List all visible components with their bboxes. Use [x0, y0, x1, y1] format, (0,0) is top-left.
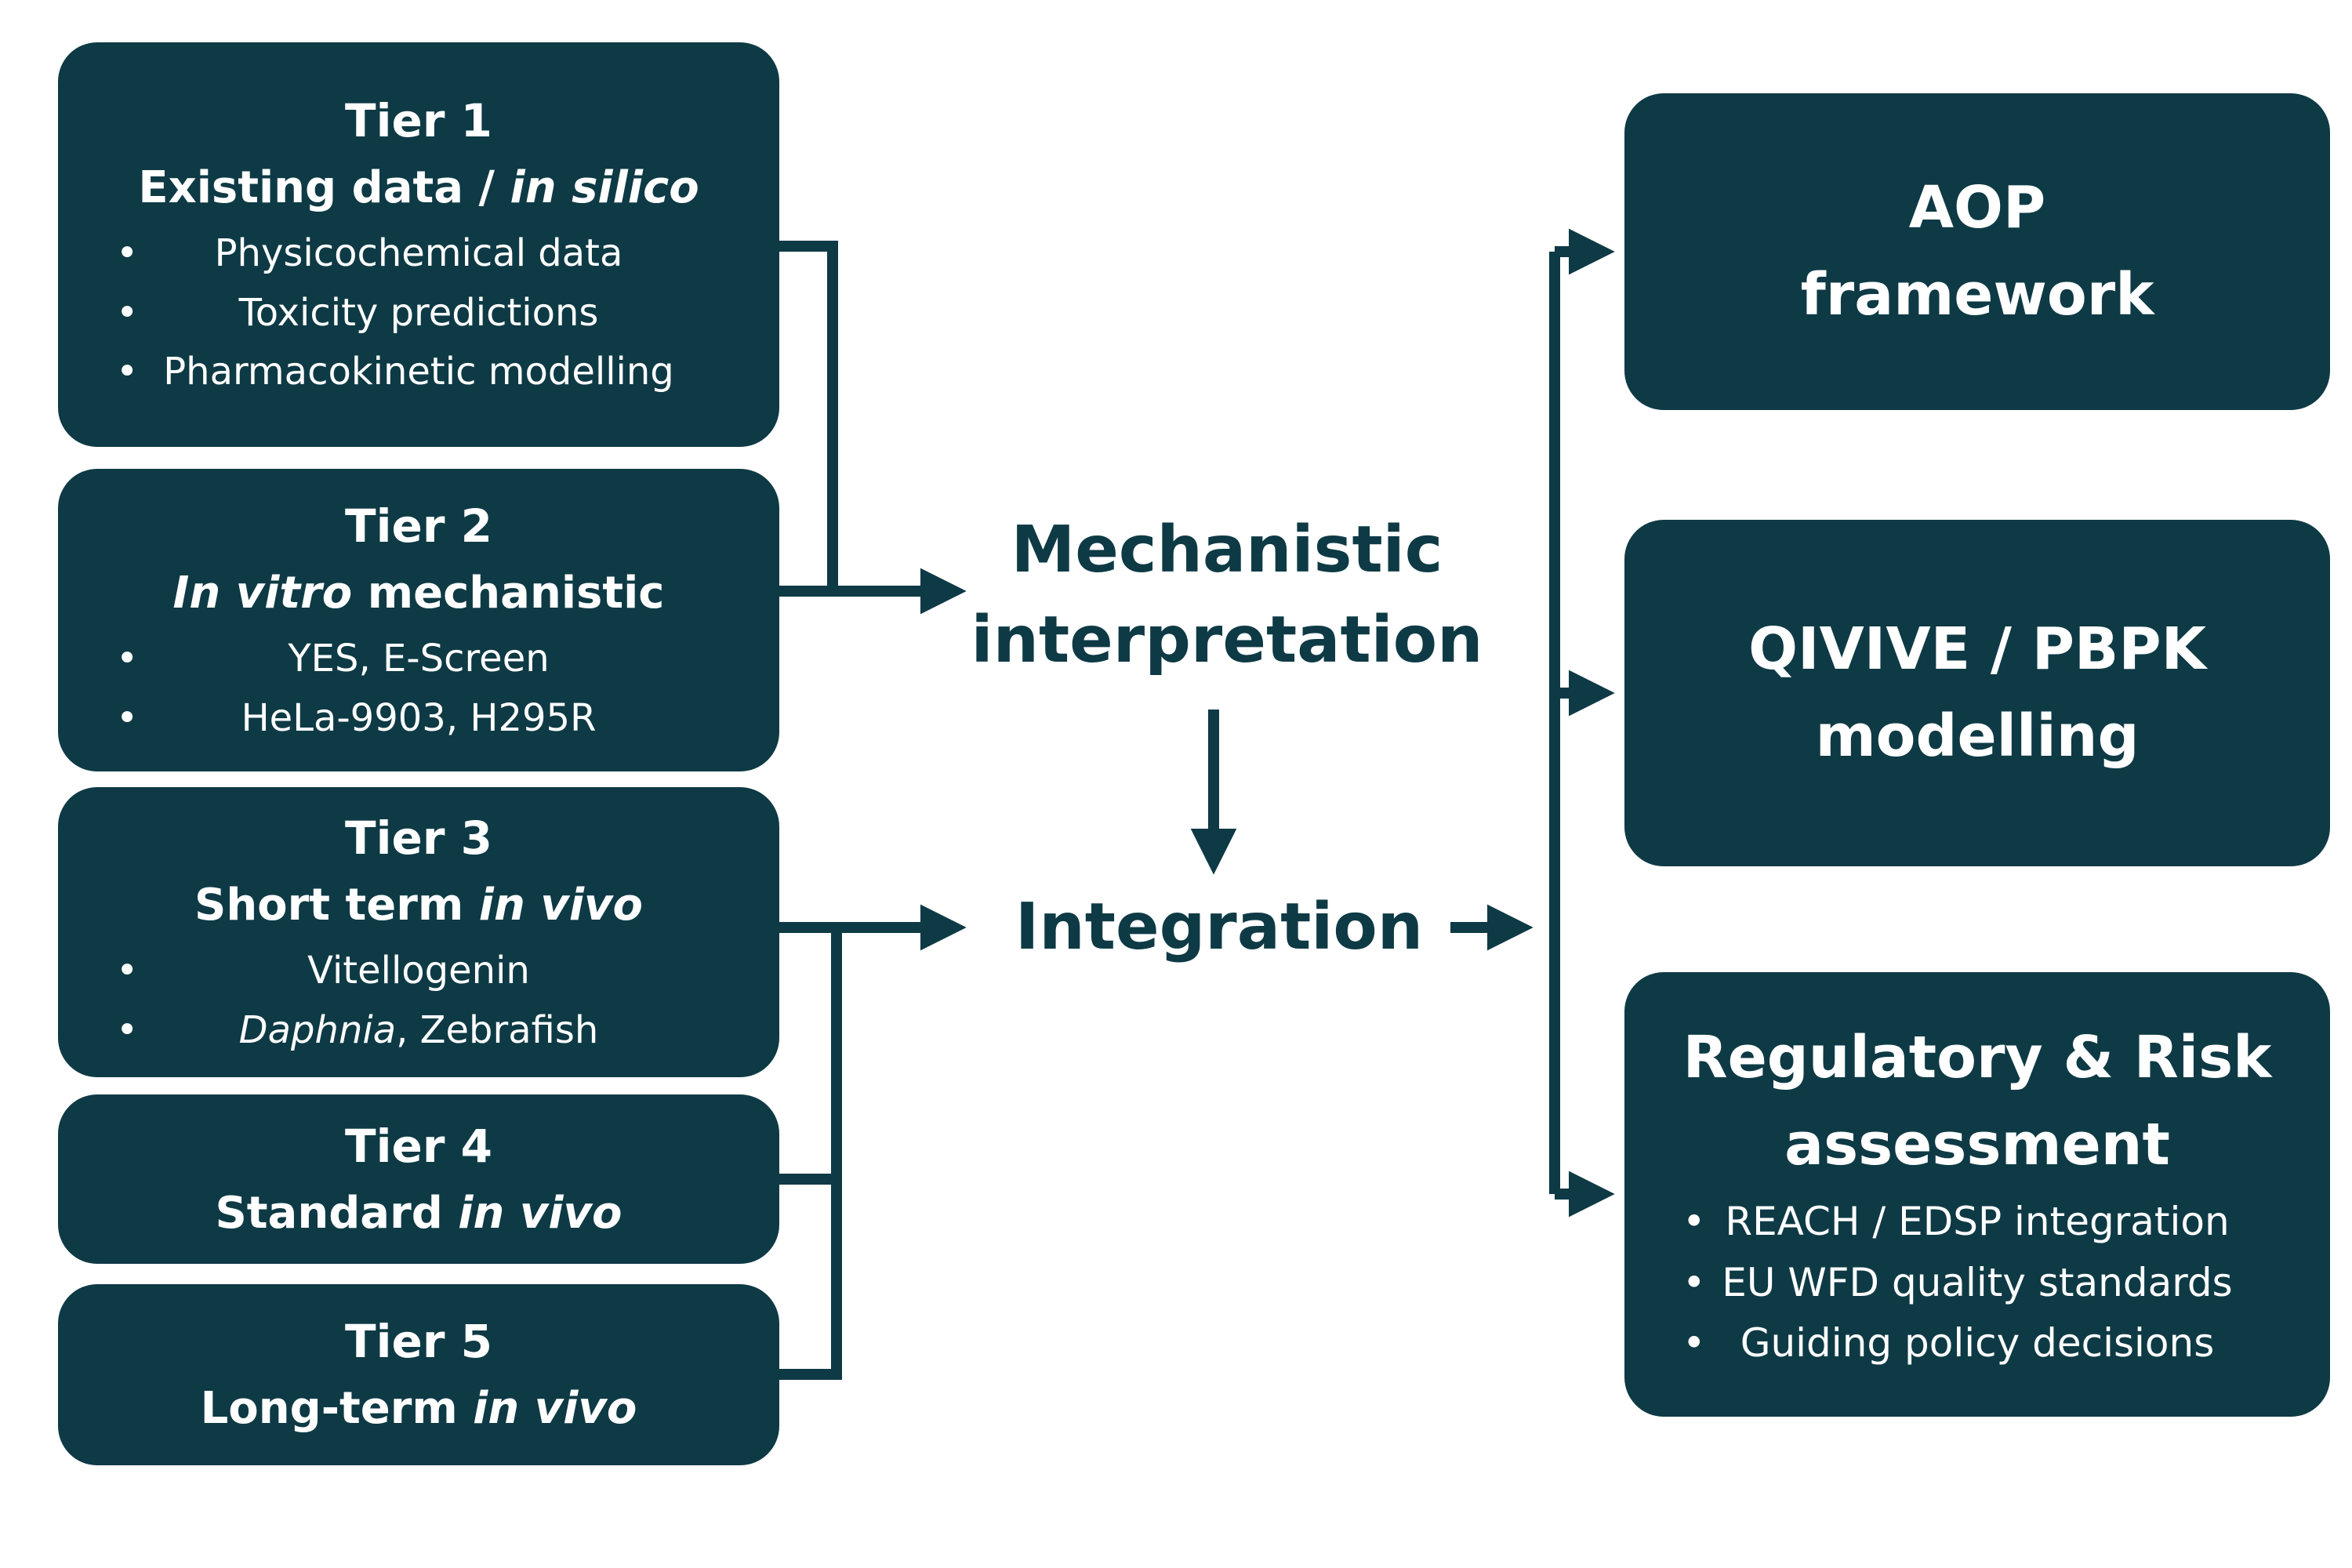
bullet-icon: •	[1682, 1199, 1706, 1245]
bullet-label: EU WFD quality standards	[1722, 1259, 2233, 1305]
qivive-line1: QIVIVE / PBPK	[1748, 615, 2206, 683]
list-item: • EU WFD quality standards	[1642, 1253, 2313, 1314]
tier1-bullet-list: • Physicochemical data • Toxicity predicti…	[75, 224, 762, 402]
regulatory-line2: assessment	[1784, 1111, 2170, 1179]
tier5-subtitle-pre: Long-term	[200, 1383, 474, 1434]
bullet-icon: •	[1682, 1320, 1706, 1367]
tier5-subtitle-italic: in vivo	[473, 1383, 637, 1434]
tier4-subtitle-pre: Standard	[215, 1187, 459, 1239]
regulatory-bullet-list: • REACH / EDSP integration • EU WFD qualit…	[1642, 1192, 2313, 1374]
tier1-title: Tier 1	[345, 93, 492, 147]
bullet-label: YES, E-Screen	[288, 636, 550, 681]
tier4-subtitle-italic: in vivo	[458, 1187, 622, 1239]
tier4-subtitle: Standard in vivo	[75, 1181, 762, 1247]
bullet-label-italic: Daphnia	[238, 1007, 397, 1052]
tier2-box: Tier 2 In vitro mechanistic • YES, E-Scre…	[58, 469, 779, 771]
bullet-icon: •	[116, 695, 139, 740]
tier2-subtitle: In vitro mechanistic	[75, 561, 762, 626]
aop-line1: AOP	[1908, 174, 2046, 241]
tier2-title: Tier 2	[345, 499, 492, 553]
bullet-label: REACH / EDSP integration	[1725, 1199, 2230, 1245]
bullet-icon: •	[1682, 1259, 1706, 1305]
integration-label: Integration	[1014, 890, 1424, 964]
list-item: • HeLa-9903, H295R	[75, 689, 762, 749]
tier3-subtitle: Short term in vivo	[75, 873, 762, 938]
tier3-bullet-list: •Vitellogenin •Daphnia, Zebrafish	[75, 942, 762, 1061]
bullet-icon: •	[116, 350, 139, 394]
tier3-subtitle-pre: Short term	[194, 879, 479, 931]
tier1-subtitle-pre: Existing data /	[138, 162, 510, 213]
bullet-label: Daphnia, Zebrafish	[130, 1001, 707, 1061]
regulatory-risk-box: Regulatory & Risk assessment • REACH / ED…	[1624, 972, 2330, 1417]
list-item: • Toxicity predictions	[75, 284, 762, 343]
bullet-icon: •	[116, 230, 139, 275]
bullet-icon: •	[116, 636, 139, 681]
connector-tier3-tier5-bracket	[779, 927, 842, 1380]
tier3-subtitle-italic: in vivo	[478, 879, 643, 931]
bullet-label: Pharmacokinetic modelling	[163, 350, 674, 394]
tier5-subtitle: Long-term in vivo	[75, 1376, 762, 1442]
list-item: • Guiding policy decisions	[1642, 1313, 2313, 1374]
tier5-title: Tier 5	[345, 1315, 492, 1368]
mechanistic-interpretation-label: Mechanistic interpretation	[953, 506, 1501, 686]
aop-line2: framework	[1800, 261, 2154, 328]
tier2-subtitle-italic: In vitro	[172, 567, 353, 619]
tier1-subtitle-italic: in silico	[510, 162, 699, 213]
tier3-title: Tier 3	[345, 811, 492, 865]
tier2-subtitle-post: mechanistic	[352, 567, 665, 619]
list-item: • YES, E-Screen	[75, 630, 762, 689]
tier1-subtitle: Existing data / in silico	[75, 155, 762, 221]
bullet-label: Physicochemical data	[214, 230, 623, 275]
bullet-icon: •	[116, 948, 139, 993]
bullet-icon: •	[116, 290, 139, 335]
bullet-label: Toxicity predictions	[238, 290, 599, 335]
list-item: • Physicochemical data	[75, 224, 762, 284]
tier3-box: Tier 3 Short term in vivo •Vitellogenin …	[58, 787, 779, 1077]
list-item: • Vitellogenin	[75, 942, 762, 1001]
bullet-label: Guiding policy decisions	[1740, 1320, 2215, 1367]
tier4-title: Tier 4	[345, 1119, 492, 1173]
tier4-box: Tier 4 Standard in vivo	[58, 1094, 779, 1264]
aop-framework-box: AOP framework	[1624, 93, 2330, 410]
tier5-box: Tier 5 Long-term in vivo	[58, 1284, 779, 1465]
list-item: • Pharmacokinetic modelling	[75, 343, 762, 402]
tier2-bullet-list: • YES, E-Screen • HeLa-9903, H295R	[75, 630, 762, 749]
bullet-label: HeLa-9903, H295R	[241, 695, 597, 740]
qivive-line2: modelling	[1815, 702, 2140, 770]
mechanistic-line2: interpretation	[971, 602, 1483, 677]
mechanistic-line1: Mechanistic	[1011, 513, 1443, 587]
tier1-box: Tier 1 Existing data / in silico • Physic…	[58, 42, 779, 447]
connector-tier1-tier2-bracket	[779, 241, 838, 591]
regulatory-line1: Regulatory & Risk	[1682, 1024, 2272, 1092]
bullet-label: Vitellogenin	[307, 948, 530, 993]
list-item: • REACH / EDSP integration	[1642, 1192, 2313, 1253]
qivive-pbpk-box: QIVIVE / PBPK modelling	[1624, 520, 2330, 866]
bullet-icon: •	[116, 1007, 139, 1052]
bullet-label-post: , Zebrafish	[396, 1007, 599, 1052]
list-item: •Daphnia, Zebrafish	[75, 1001, 762, 1061]
